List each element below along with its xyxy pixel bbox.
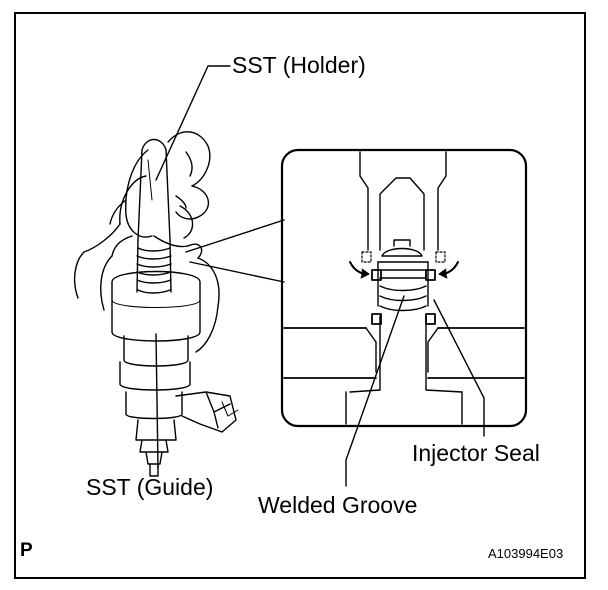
leader-lines xyxy=(155,65,485,487)
label-sst-guide: SST (Guide) xyxy=(86,474,214,500)
label-injector-seal: Injector Seal xyxy=(412,440,540,466)
hand-with-tool-drawing xyxy=(73,131,239,477)
figure-code: A103994E03 xyxy=(488,546,564,561)
label-sst-holder: SST (Holder) xyxy=(232,52,366,78)
figure-frame xyxy=(14,12,586,579)
corner-mark-p: P xyxy=(20,540,33,561)
detail-view xyxy=(280,148,528,428)
label-welded-groove: Welded Groove xyxy=(258,492,418,518)
detail-callout-lines xyxy=(185,219,285,283)
